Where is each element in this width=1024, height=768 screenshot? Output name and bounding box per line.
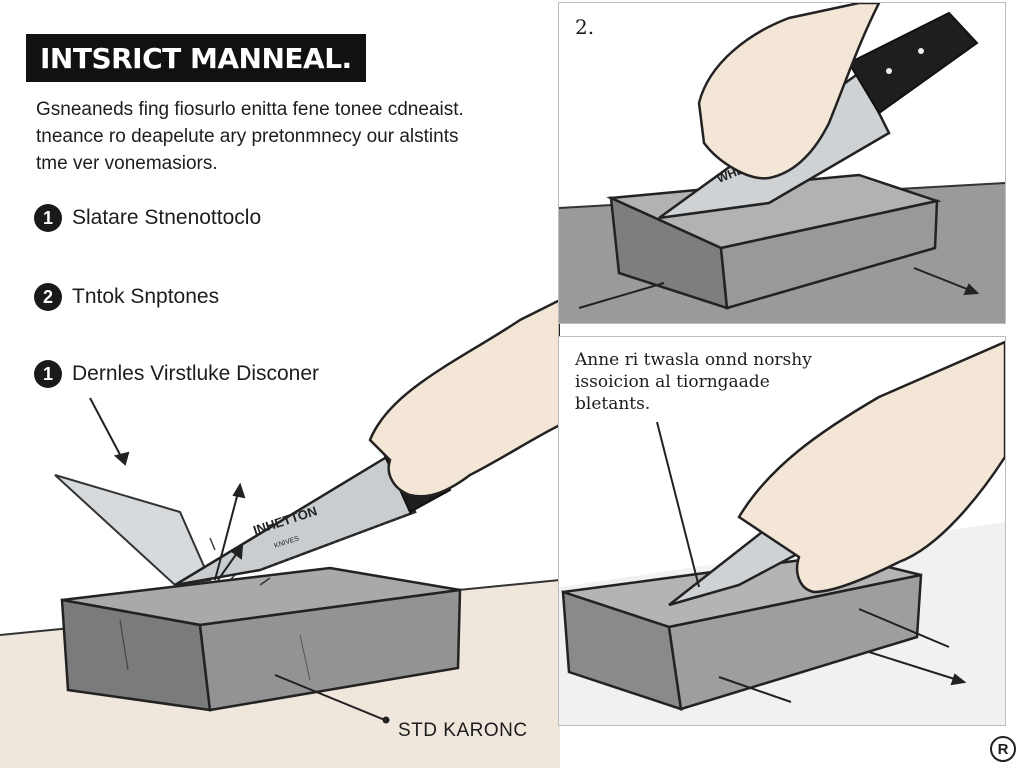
main-sharpening-illustration: INHETTON KNIVES	[0, 298, 560, 768]
step-number-badge: 2	[34, 283, 62, 311]
step-number-badge: 1	[34, 360, 62, 388]
step-item: 2 Tntok Snptones	[34, 283, 219, 311]
registered-mark: R	[990, 736, 1016, 762]
page-title: INTSRICT MANNEAL.	[26, 34, 366, 82]
whetstone	[60, 566, 462, 712]
hand-drawing	[737, 340, 1005, 594]
caption-line: bletants.	[575, 394, 651, 414]
intro-line: Gsneaneds fing fiosurlo enitta fene tone…	[36, 99, 464, 120]
panel-caption: Anne ri twasla onnd norshy issoicion al …	[575, 349, 855, 415]
page-title-text: INTSRICT MANNEAL.	[40, 41, 352, 75]
panel-top-illustration: WHETTON	[559, 3, 1005, 323]
step-label: Dernles Virstluke Disconer	[72, 362, 320, 385]
hand-drawing	[697, 3, 881, 180]
step-item: 1 Dernles Virstluke Disconer	[34, 360, 319, 388]
step-item: 1 Slatare Stnenottoclo	[34, 204, 261, 232]
direction-arrows	[89, 397, 390, 724]
step-label: Tntok Snptones	[72, 285, 220, 308]
hand-drawing	[368, 298, 560, 498]
direction-arrows	[578, 267, 980, 309]
ghost-blade	[54, 474, 212, 587]
intro-line: tneance ro deapelute ary pretonmnecy our…	[36, 126, 459, 147]
panel-bottom-illustration	[559, 340, 1005, 725]
step-number-badge: 1	[34, 204, 62, 232]
panel-number: 2.	[575, 15, 595, 39]
step-label: Slatare Stnenottoclo	[72, 206, 262, 229]
intro-paragraph: Gsneaneds fing fiosurlo enitta fene tone…	[36, 96, 536, 177]
caption-line: issoicion al tiorngaade	[575, 372, 770, 392]
panel-top: WHETTON 2.	[558, 2, 1006, 324]
panel-bottom: Anne ri twasla onnd norshy issoicion al …	[558, 336, 1006, 726]
intro-line: tme ver vonemasiors.	[36, 153, 218, 174]
stone-label: STD KARONC	[398, 720, 528, 741]
whetstone	[561, 553, 923, 711]
caption-line: Anne ri twasla onnd norshy	[575, 350, 812, 370]
direction-arrows	[656, 421, 967, 703]
